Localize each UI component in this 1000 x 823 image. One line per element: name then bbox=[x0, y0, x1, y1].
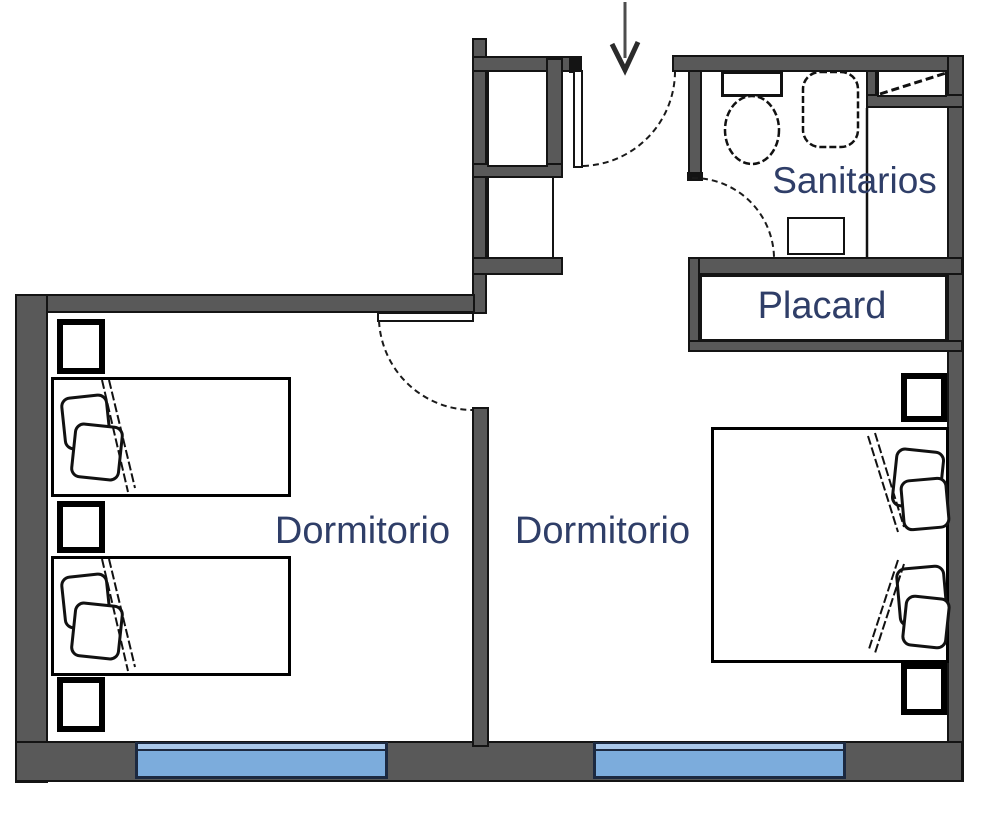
window-right bbox=[593, 742, 846, 779]
wall-bedroom-divider bbox=[472, 407, 489, 747]
entry-closet-upper bbox=[487, 70, 548, 167]
entry-door-leaf bbox=[573, 70, 583, 168]
door-swing-arc-bedroom bbox=[378, 320, 473, 411]
nightstand bbox=[901, 663, 947, 715]
room-label-bathroom: Sanitarios bbox=[772, 160, 937, 201]
nightstand bbox=[57, 319, 105, 374]
wall-closet-right bbox=[546, 58, 563, 178]
nightstand bbox=[57, 677, 105, 732]
wall-closet2-top bbox=[688, 257, 963, 275]
wall-closet2-bottom bbox=[688, 340, 963, 352]
sink bbox=[787, 217, 845, 255]
nightstand bbox=[57, 501, 105, 553]
entry-arrow-head bbox=[609, 40, 641, 76]
entry-closet-lower bbox=[487, 176, 554, 259]
toilet bbox=[801, 70, 860, 149]
wall-bathroom-left bbox=[688, 70, 702, 180]
pillow bbox=[69, 421, 125, 483]
wall-left bbox=[15, 294, 48, 783]
door-swing-arc-entry bbox=[582, 69, 677, 167]
window-glass bbox=[138, 751, 385, 776]
wall-closet-bottom bbox=[472, 257, 563, 275]
toilet-bowl bbox=[723, 94, 781, 166]
room-label-bedroom-left: Dormitorio bbox=[274, 510, 451, 552]
toilet-tank bbox=[721, 71, 783, 97]
shower-box bbox=[877, 70, 947, 97]
door-hinge-tick bbox=[569, 56, 582, 73]
closet-placard-box bbox=[700, 275, 947, 341]
nightstand bbox=[901, 373, 947, 422]
wall-closet2-left bbox=[688, 257, 700, 350]
pillow bbox=[900, 593, 952, 651]
bedroom-door-leaf bbox=[377, 312, 474, 322]
pillow bbox=[898, 476, 952, 532]
window-left bbox=[135, 742, 388, 779]
wall-bedroom-top bbox=[15, 294, 475, 313]
room-label-closet: Placard bbox=[757, 285, 887, 327]
window-glass-highlight bbox=[596, 744, 843, 749]
wall-end-tick bbox=[687, 172, 703, 181]
pillow bbox=[69, 600, 125, 662]
window-glass-highlight bbox=[138, 744, 385, 749]
room-label-bedroom-right: Dormitorio bbox=[514, 510, 691, 552]
window-glass bbox=[596, 751, 843, 776]
